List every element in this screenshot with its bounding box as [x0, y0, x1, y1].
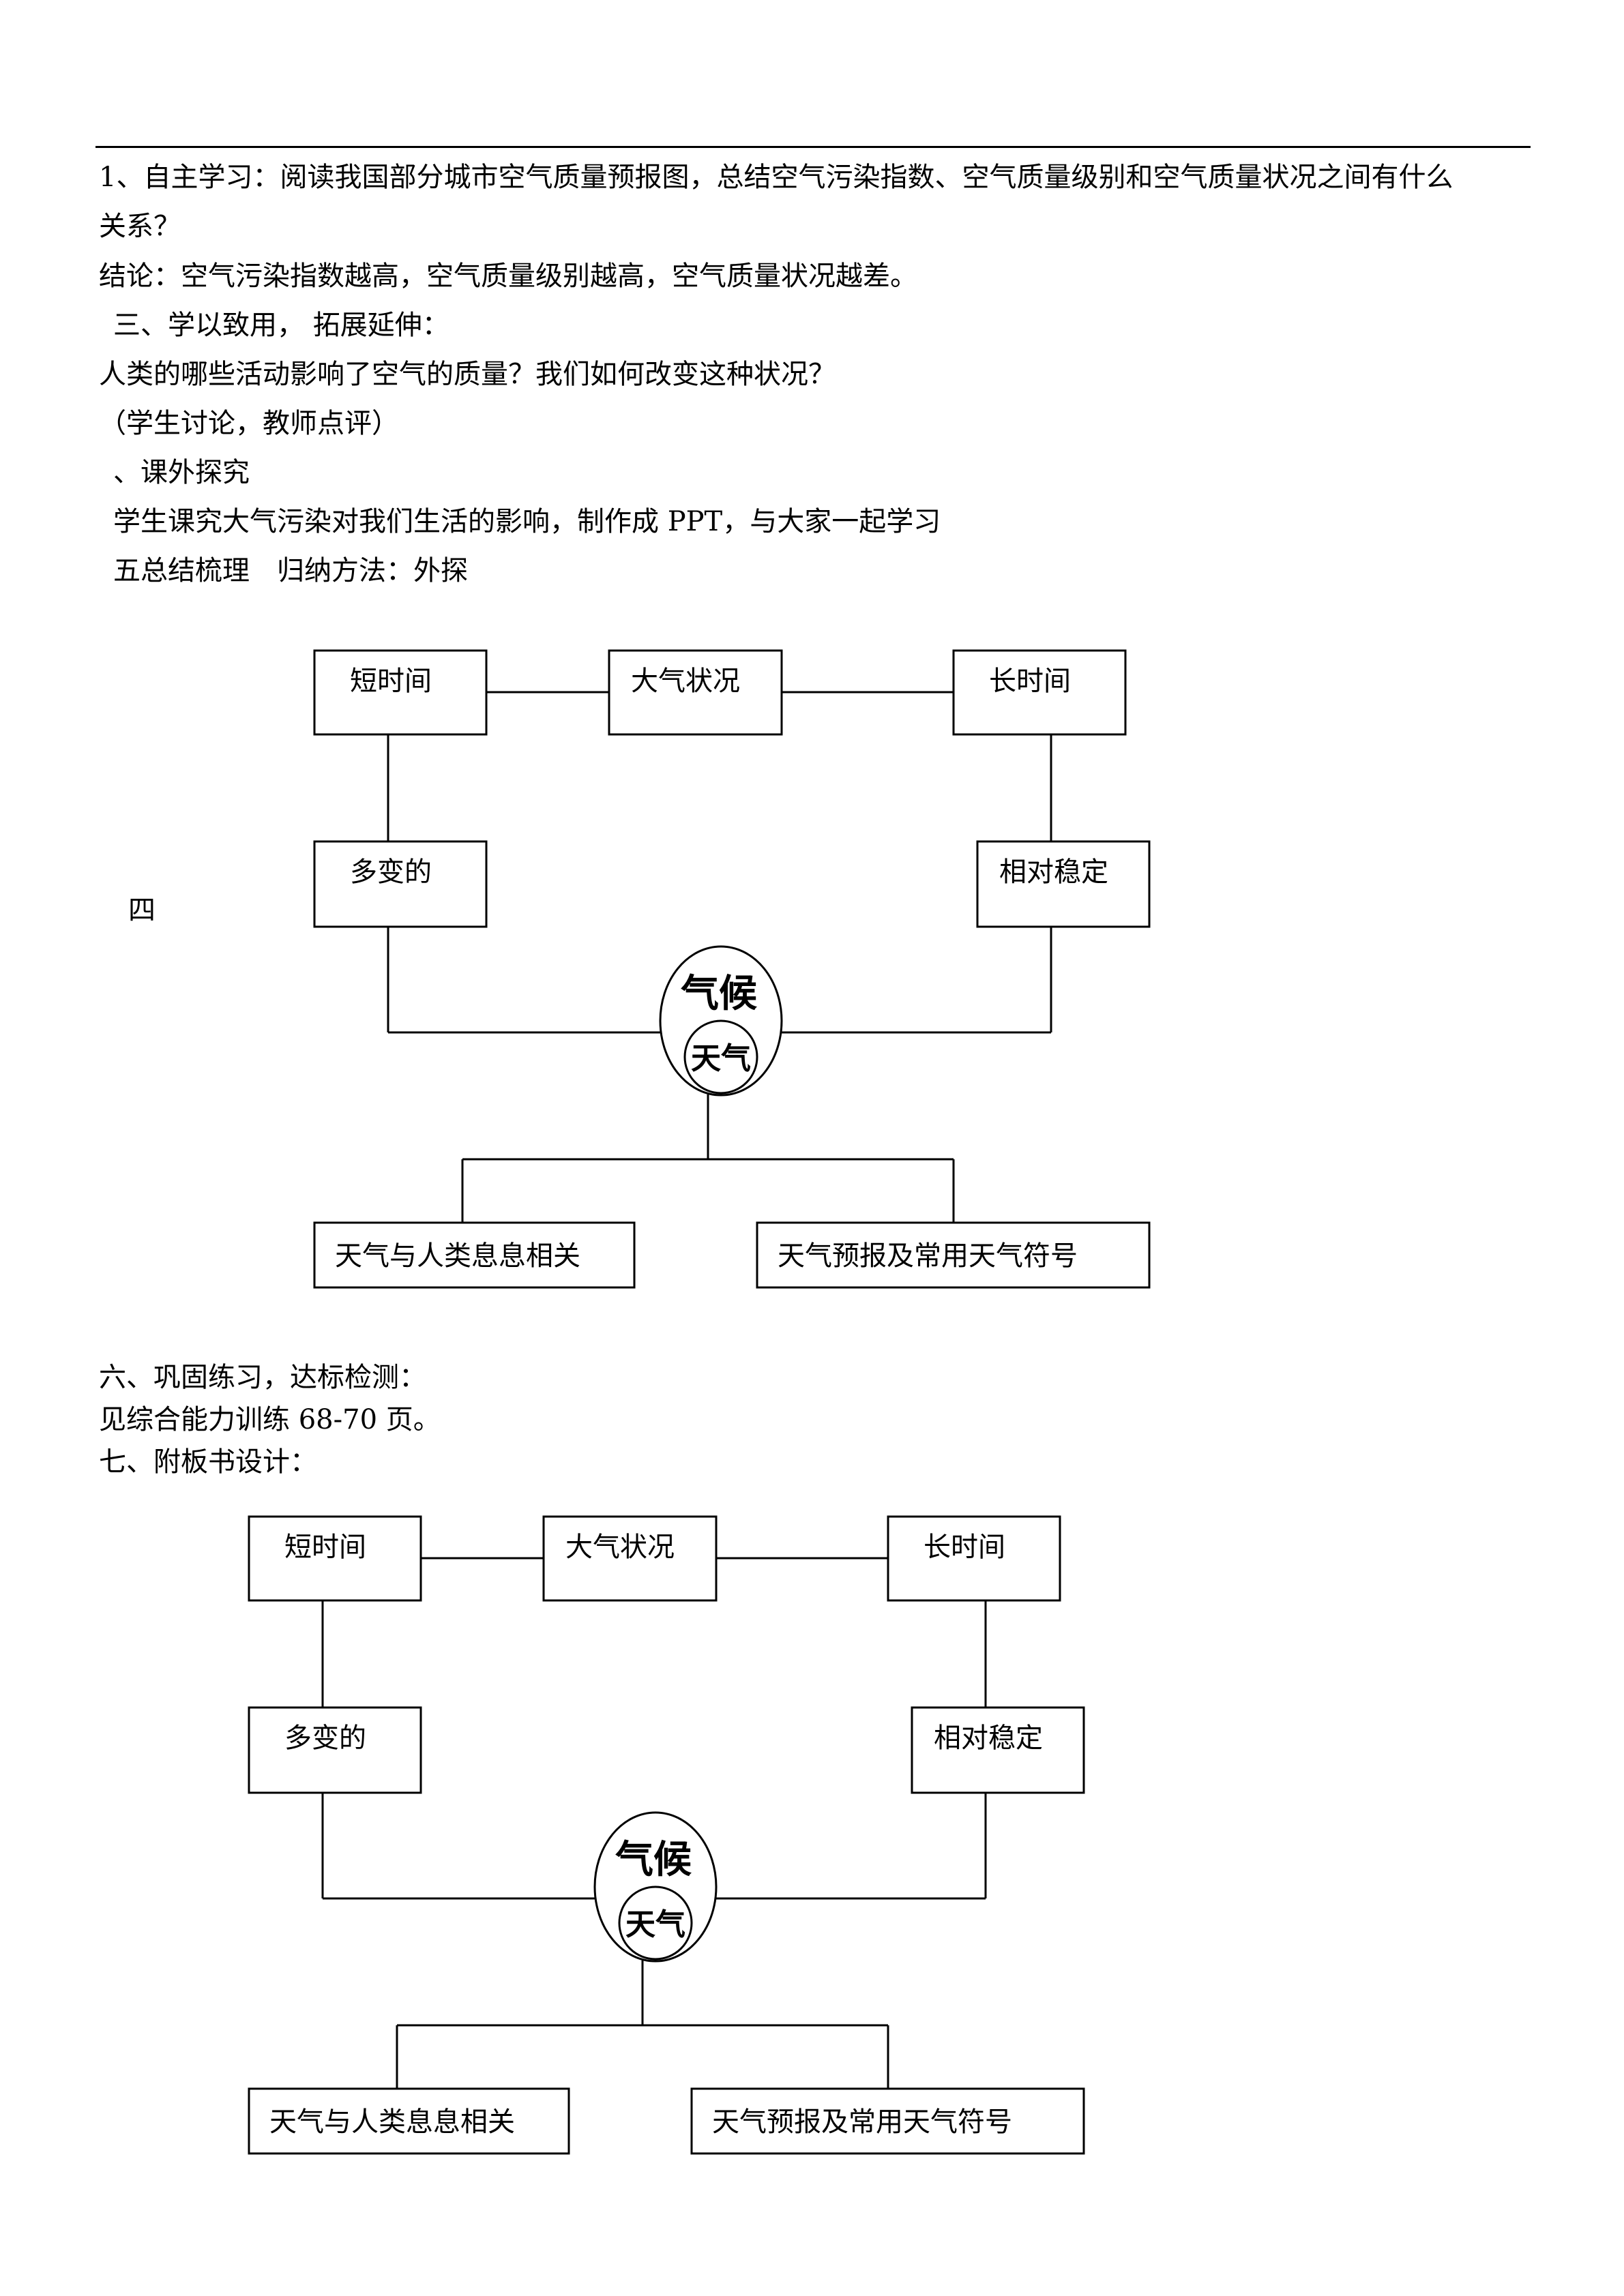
- paragraph-conclusion: 结论：空气污染指数越高，空气质量级别越高，空气质量状况越差。: [99, 260, 917, 292]
- climate-weather-emblem: 气候 天气: [659, 945, 783, 1097]
- paragraph-self-study: 1、自主学习：阅读我国部分城市空气质量预报图，总结空气污染指数、空气质量级别和空…: [99, 162, 1453, 193]
- label-stable: 相对稳定: [999, 856, 1108, 888]
- label-short-time: 短时间: [284, 1532, 366, 1563]
- label-weather-human: 天气与人类息息相关: [335, 1240, 580, 1272]
- box-weather-human: 天气与人类息息相关: [248, 2087, 570, 2155]
- label-weather: 天气: [691, 1041, 751, 1076]
- box-atmosphere: 大气状况: [542, 1515, 718, 1602]
- paragraph-discussion: （学生讨论，教师点评）: [99, 408, 399, 439]
- label-weather: 天气: [625, 1907, 685, 1942]
- label-atmosphere: 大气状况: [631, 666, 740, 697]
- label-changeable: 多变的: [284, 1723, 366, 1754]
- label-long-time: 长时间: [989, 666, 1071, 697]
- box-forecast-symbols: 天气预报及常用天气符号: [756, 1221, 1151, 1289]
- label-atmosphere: 大气状况: [565, 1532, 675, 1563]
- box-changeable: 多变的: [313, 840, 488, 928]
- heading-practice: 六、巩固练习，达标检测：: [99, 1362, 426, 1393]
- section-four-label: 四: [128, 895, 156, 926]
- label-changeable: 多变的: [350, 856, 432, 888]
- heading-summary: 五总结梳理 归纳方法：外探: [113, 555, 468, 586]
- box-stable: 相对稳定: [911, 1706, 1085, 1794]
- box-changeable: 多变的: [248, 1706, 422, 1794]
- box-long-time: 长时间: [952, 649, 1127, 736]
- header-rule: [95, 146, 1531, 148]
- heading-extracurricular: 、课外探究: [113, 457, 250, 488]
- paragraph-practice-detail: 见综合能力训练 68-70 页。: [99, 1404, 441, 1435]
- box-atmosphere: 大气状况: [608, 649, 783, 736]
- concept-diagram-2: 短时间 大气状况 长时间 多变的 相对稳定 气候 天气 天气与人类息息相关 天气…: [248, 1515, 1085, 2155]
- label-forecast-symbols: 天气预报及常用天气符号: [778, 1240, 1078, 1272]
- box-stable: 相对稳定: [976, 840, 1151, 928]
- concept-diagram-1: 短时间 大气状况 长时间 多变的 相对稳定 气候 天气 天气与人类息息相关 天气…: [313, 649, 1151, 1289]
- label-forecast-symbols: 天气预报及常用天气符号: [712, 2106, 1012, 2138]
- label-stable: 相对稳定: [934, 1723, 1043, 1754]
- box-long-time: 长时间: [887, 1515, 1061, 1602]
- heading-section-three: 三、学以致用， 拓展延伸：: [113, 310, 449, 341]
- label-climate: 气候: [681, 971, 757, 1016]
- box-weather-human: 天气与人类息息相关: [313, 1221, 636, 1289]
- box-forecast-symbols: 天气预报及常用天气符号: [690, 2087, 1085, 2155]
- box-short-time: 短时间: [313, 649, 488, 736]
- paragraph-self-study-cont: 关系？: [99, 211, 181, 242]
- paragraph-research: 学生课究大气污染对我们生活的影响，制作成 PPT，与大家一起学习: [113, 506, 941, 537]
- climate-weather-emblem: 气候 天气: [593, 1811, 718, 1963]
- label-short-time: 短时间: [350, 666, 432, 697]
- paragraph-question: 人类的哪些活动影响了空气的质量？我们如何改变这种状况？: [99, 359, 836, 390]
- label-long-time: 长时间: [924, 1532, 1005, 1563]
- label-weather-human: 天气与人类息息相关: [269, 2106, 515, 2138]
- box-short-time: 短时间: [248, 1515, 422, 1602]
- label-climate: 气候: [615, 1837, 692, 1882]
- heading-board-design: 七、附板书设计：: [99, 1446, 317, 1478]
